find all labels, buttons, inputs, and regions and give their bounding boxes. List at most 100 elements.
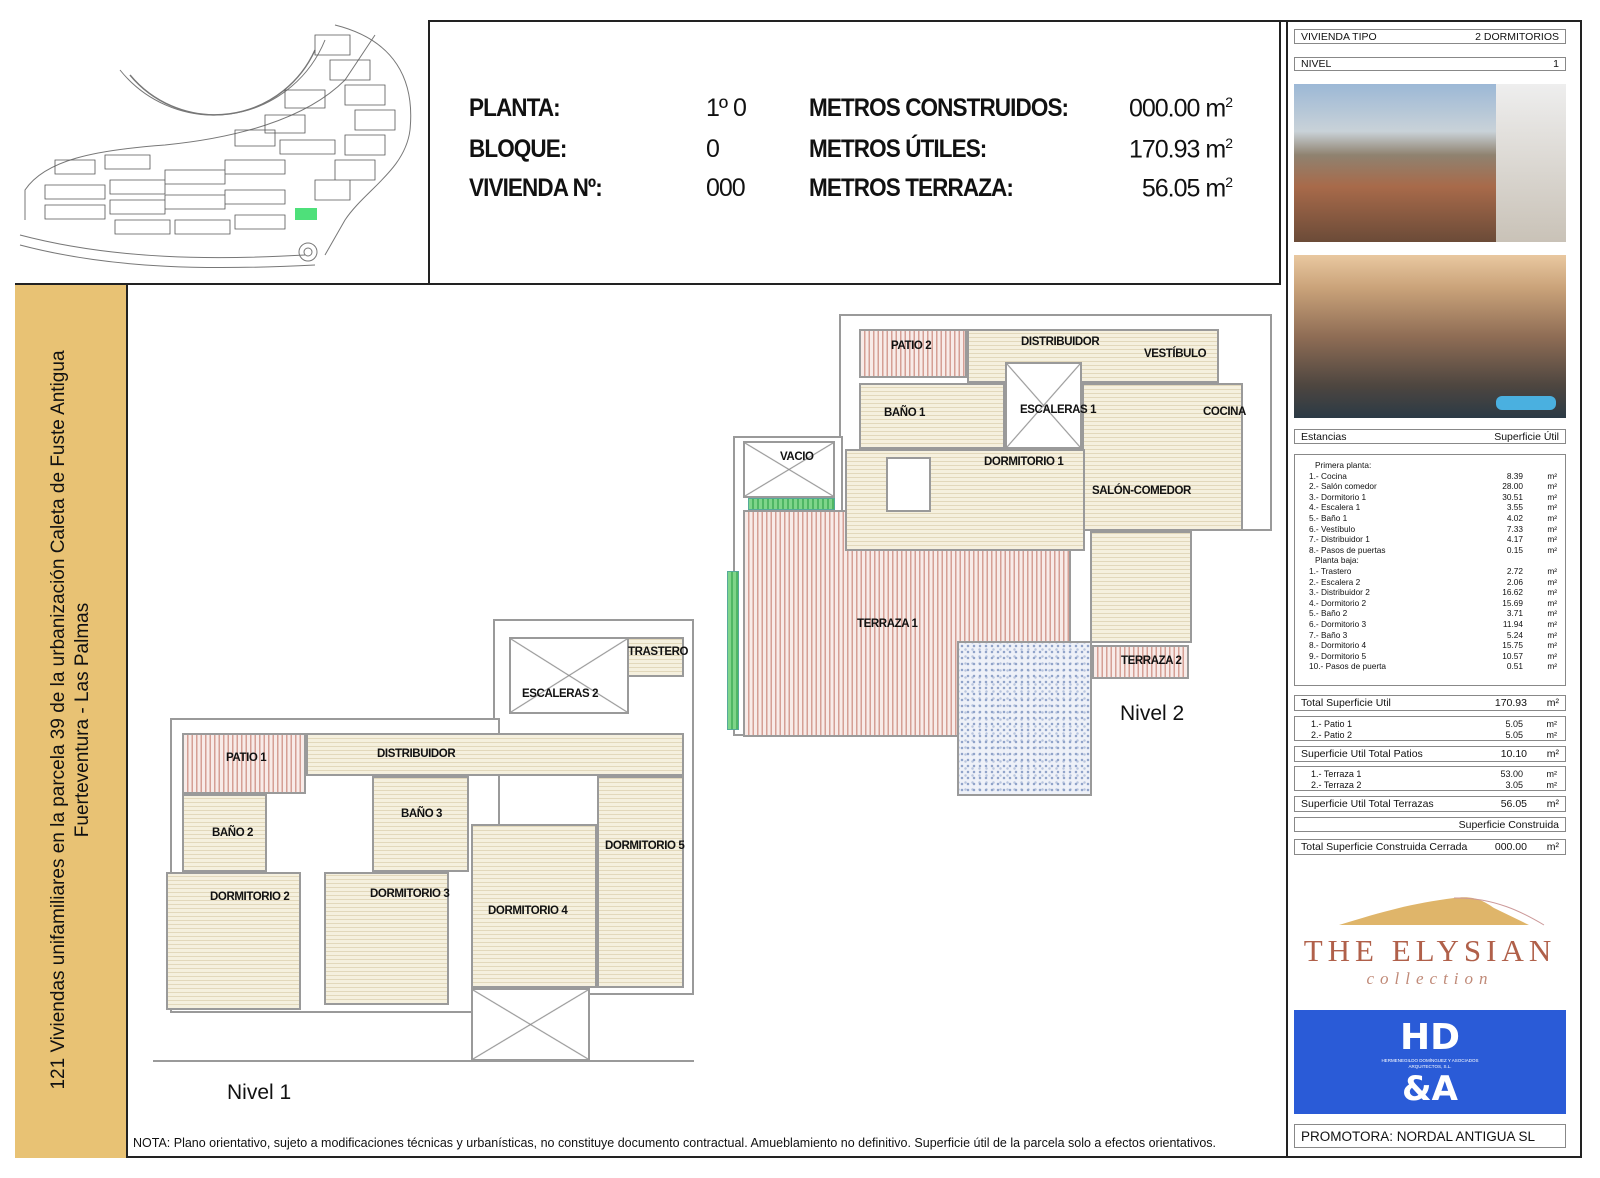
unit-info-header [430,20,1281,285]
vivienda-tipo-label: VIVIENDA TIPO [1301,30,1377,43]
area-row-value: 0.15 [1506,544,1523,555]
unit: m² [1546,697,1559,709]
area-row-unit: m² [1547,587,1557,598]
bloque-value: 0 [706,135,720,163]
dormitorio-4 [471,824,597,988]
area-row-unit: m² [1547,502,1557,513]
bed-icon [886,457,931,512]
unit: m² [1546,748,1559,760]
patio-2 [859,329,967,378]
area-row-name: 2.- Patio 2 [1311,729,1353,740]
label-vestibulo: VESTÍBULO [1144,348,1207,360]
terraza-2 [1092,645,1189,679]
area-row: 4.- Dormitorio 2 15.69 m² [1303,598,1557,609]
patio-1 [182,733,306,794]
area-row-name: 7.- Baño 3 [1309,629,1348,640]
label-cocina: COCINA [1203,406,1246,418]
area-row-unit: m² [1547,608,1557,619]
metros-construidos-number: 000.00 m [1128,94,1226,123]
disclaimer-note: NOTA: Plano orientativo, sujeto a modifi… [133,1136,1216,1150]
column-divider [1286,20,1288,1158]
area-row-value: 30.51 [1502,491,1523,502]
promotora-text: PROMOTORA: NORDAL ANTIGUA SL [1301,1128,1536,1144]
area-row-value: 5.24 [1506,629,1523,640]
label-dormitorio-1: DORMITORIO 1 [984,456,1064,468]
area-row-unit: m² [1547,544,1557,555]
metros-terraza-value: 56.05 m2 [1142,174,1233,203]
area-row-value: 5.05 [1505,719,1523,729]
area-row-unit: m² [1547,481,1557,492]
label-terraza-2: TERRAZA 2 [1121,655,1182,667]
total-construida-value: 000.00 [1494,841,1527,853]
elysian-subtitle: collection [1366,969,1494,988]
area-row-value: 0.51 [1506,661,1523,672]
area-row-unit: m² [1547,470,1557,481]
bloque-label: BLOQUE: [469,135,567,163]
area-row-name: 1.- Trastero [1309,565,1352,576]
unit: m² [1546,841,1559,853]
area-row-value: 15.69 [1502,597,1523,608]
planta-baja-label: Planta baja: [1315,555,1359,566]
pool [957,641,1092,796]
unit-superscript: 2 [1225,174,1233,190]
vivienda-label: VIVIENDA Nº: [469,174,603,202]
planter-vertical [727,571,739,730]
metros-utiles-value: 170.93 m2 [1129,135,1233,164]
nivel-label: NIVEL [1301,58,1332,70]
planter [748,498,835,510]
area-row-name: 4.- Dormitorio 2 [1309,597,1367,608]
total-construida-label: Total Superficie Construida Cerrada [1301,841,1468,853]
area-row-value: 4.02 [1506,512,1523,523]
area-row-value: 7.33 [1506,523,1523,534]
area-row-value: 2.72 [1506,565,1523,576]
side-title-band [15,285,128,1158]
area-row-unit: m² [1547,576,1557,587]
area-row-name: 5.- Baño 1 [1309,512,1348,523]
label-bano-1: BAÑO 1 [884,407,926,419]
area-row-value: 28.00 [1502,481,1523,492]
label-patio-1: PATIO 1 [226,752,267,764]
salon-lower [1090,531,1192,643]
area-row-value: 15.75 [1502,640,1523,651]
elysian-logo: THE ELYSIAN collection [1294,893,1566,1000]
superficie-util-label: Superficie Útil [1494,430,1559,443]
area-row-unit: m² [1546,719,1558,729]
total-construida-row: Total Superficie Construida Cerrada 000.0… [1294,839,1566,855]
area-row-value: 16.62 [1502,587,1523,598]
area-row-unit: m² [1547,523,1557,534]
hda-logo-top: HD [1399,1017,1460,1058]
label-distribuidor: DISTRIBUIDOR [1021,336,1100,348]
label-patio-2: PATIO 2 [891,340,932,352]
label-escaleras-1: ESCALERAS 1 [1020,404,1097,416]
area-row-unit: m² [1547,629,1557,640]
label-escaleras-2: ESCALERAS 2 [522,688,599,700]
vivienda-value: 000 [706,174,746,202]
dormitorio-2 [166,872,301,1010]
area-row-name: 3.- Dormitorio 1 [1309,491,1367,502]
area-row-unit: m² [1547,618,1557,629]
area-row-unit: m² [1547,597,1557,608]
pool-in-photo [1496,396,1556,410]
total-util-label: Total Superficie Util [1301,697,1391,709]
dormitorio-5 [597,776,684,988]
void-area [471,988,590,1061]
hda-logo-bottom: &A [1402,1069,1458,1109]
area-row-unit: m² [1546,779,1558,790]
